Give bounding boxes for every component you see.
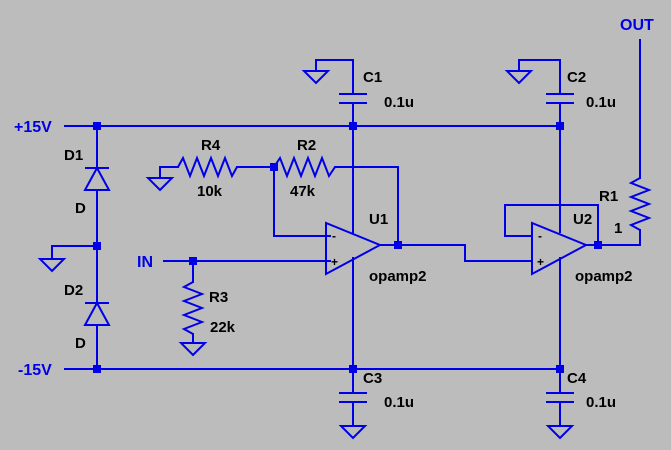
label-u1-name: U1 (369, 211, 388, 228)
ground-symbol-diodes (37, 258, 67, 273)
label-c4-value: 0.1u (586, 394, 616, 411)
opamp-u2 (531, 125, 641, 370)
u1-noninverting-mark: + (331, 255, 338, 269)
input-wire (163, 260, 331, 283)
resistor-r4 (145, 155, 275, 192)
label-u1-value: opamp2 (369, 268, 427, 285)
label-d2-name: D2 (64, 282, 83, 299)
label-u2-value: opamp2 (575, 268, 633, 285)
diode-d1 (83, 165, 111, 191)
capacitor-c1 (301, 59, 367, 127)
net-label-pos-15v: +15V (14, 119, 52, 136)
diode-d2 (83, 300, 111, 326)
label-r3-value: 22k (210, 319, 236, 336)
label-r4-name: R4 (201, 137, 221, 154)
label-r4-value: 10k (197, 183, 223, 200)
u1-inverting-mark: - (332, 229, 336, 243)
label-d1-name: D1 (64, 147, 83, 164)
feedback-to-inverting-input (273, 166, 331, 237)
u2-follower-feedback (504, 204, 599, 246)
u1-to-u2-wire (399, 244, 533, 262)
u2-inverting-mark: - (538, 229, 542, 243)
opamp-u1 (325, 125, 401, 370)
label-r2-name: R2 (297, 137, 316, 154)
resistor-r1 (628, 39, 652, 246)
label-r2-value: 47k (290, 183, 316, 200)
label-u2-name: U2 (573, 211, 592, 228)
junction-dots (93, 122, 602, 373)
label-c3-name: C3 (363, 370, 382, 387)
label-c3-value: 0.1u (384, 394, 414, 411)
label-d1-value: D (75, 200, 86, 217)
net-label-out: OUT (620, 17, 654, 34)
label-r3-name: R3 (209, 289, 228, 306)
net-label-neg-15v: -15V (18, 362, 52, 379)
label-c2-value: 0.1u (586, 94, 616, 111)
label-c1-name: C1 (363, 69, 382, 86)
u2-noninverting-mark: + (537, 255, 544, 269)
label-c4-name: C4 (567, 370, 587, 387)
label-c1-value: 0.1u (384, 94, 414, 111)
label-d2-value: D (75, 335, 86, 352)
capacitor-c2 (504, 59, 574, 127)
label-r1-name: R1 (599, 188, 618, 205)
label-c2-name: C2 (567, 69, 586, 86)
resistor-r3 (178, 281, 208, 357)
net-label-in: IN (137, 254, 153, 271)
resistor-r2 (273, 155, 399, 246)
label-r1-value: 1 (614, 220, 622, 237)
